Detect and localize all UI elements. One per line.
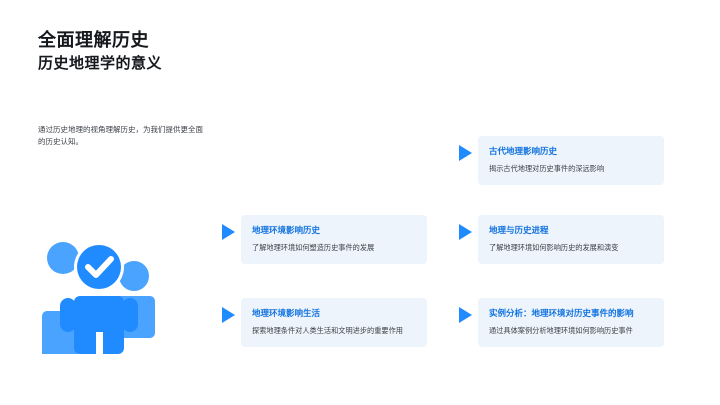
card-title: 地理环境影响生活: [252, 308, 321, 318]
arrow-right-icon: [215, 215, 241, 240]
arrow-right-icon: [452, 298, 478, 323]
card-title: 地理环境影响历史: [252, 225, 321, 235]
list-item[interactable]: 实例分析：地理环境对历史事件的影响 通过具体案例分析地理环境如何影响历史事件: [452, 298, 664, 347]
card-body: 地理环境影响生活 探索地理条件对人类生活和文明进步的重要作用: [241, 298, 427, 347]
card-body: 古代地理影响历史 揭示古代地理对历史事件的深远影响: [478, 136, 664, 185]
list-item[interactable]: 地理环境影响历史 了解地理环境如何塑造历史事件的发展: [215, 215, 427, 264]
list-item[interactable]: 地理环境影响生活 探索地理条件对人类生活和文明进步的重要作用: [215, 298, 427, 347]
people-check-illustration: [36, 236, 188, 356]
list-item[interactable]: 地理与历史进程 了解地理环境如何影响历史的发展和演变: [452, 215, 664, 264]
card-body: 地理环境影响历史 了解地理环境如何塑造历史事件的发展: [241, 215, 427, 264]
title-main: 全面理解历史: [38, 30, 149, 50]
card-body: 地理与历史进程 了解地理环境如何影响历史的发展和演变: [478, 215, 664, 264]
card-title: 地理与历史进程: [489, 225, 549, 235]
list-item[interactable]: 古代地理影响历史 揭示古代地理对历史事件的深远影响: [452, 136, 664, 185]
card-body: 实例分析：地理环境对历史事件的影响 通过具体案例分析地理环境如何影响历史事件: [478, 298, 664, 347]
arrow-right-icon: [215, 298, 241, 323]
title-sub: 历史地理学的意义: [38, 55, 163, 72]
card-description: 通过具体案例分析地理环境如何影响历史事件: [489, 326, 633, 335]
arrow-right-icon: [452, 215, 478, 240]
card-description: 了解地理环境如何影响历史的发展和演变: [489, 243, 619, 252]
card-title: 古代地理影响历史: [489, 146, 558, 156]
card-description: 探索地理条件对人类生活和文明进步的重要作用: [252, 326, 403, 335]
card-description: 了解地理环境如何塑造历史事件的发展: [252, 243, 375, 252]
card-title: 实例分析：地理环境对历史事件的影响: [489, 308, 634, 318]
intro-paragraph: 通过历史地理的视角理解历史，为我们提供更全面的历史认知。: [38, 125, 203, 146]
arrow-right-icon: [452, 136, 478, 161]
page-title: 全面理解历史 历史地理学的意义: [38, 28, 162, 75]
card-description: 揭示古代地理对历史事件的深远影响: [489, 164, 605, 173]
